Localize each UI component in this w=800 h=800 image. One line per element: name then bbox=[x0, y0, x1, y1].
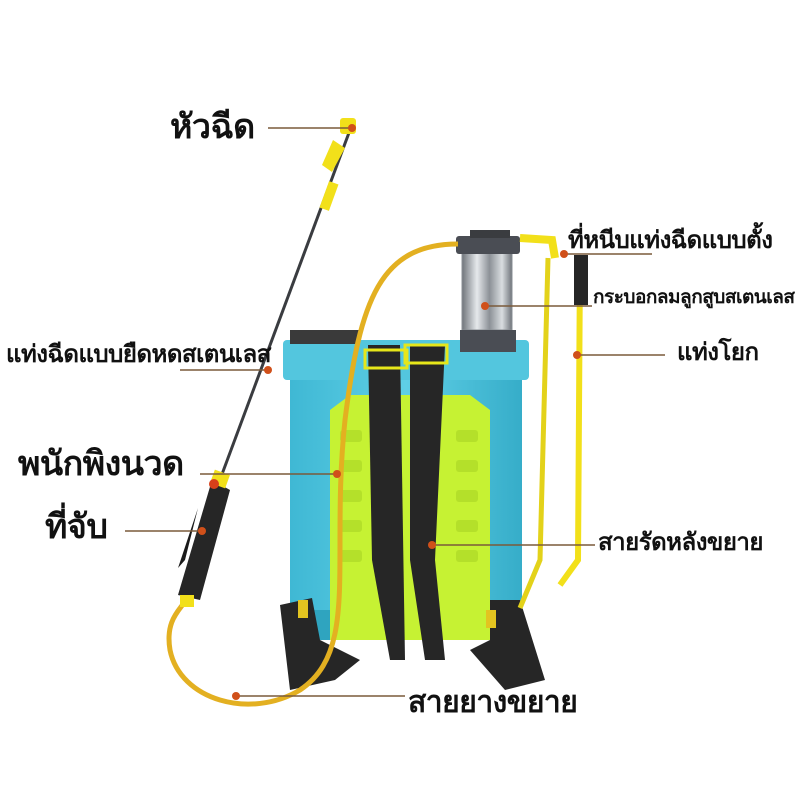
shoulder-straps bbox=[280, 343, 545, 690]
label-handle: ที่จับ bbox=[45, 507, 108, 547]
leader-lines bbox=[125, 127, 665, 697]
label-telescopic-wand: แท่งฉีดแบบยืดหดสเตนเลส bbox=[6, 340, 271, 368]
label-extended-back-strap: สายรัดหลังขยาย bbox=[598, 528, 763, 556]
label-extended-hose: สายยางขยาย bbox=[408, 685, 578, 720]
spray-wand bbox=[178, 118, 356, 607]
label-massage-backrest: พนักพิงนวด bbox=[18, 444, 184, 484]
label-vertical-wand-clip: ที่หนีบแท่งฉีดแบบตั้ง bbox=[568, 226, 773, 254]
leader-dots bbox=[198, 124, 581, 700]
pump-lever bbox=[517, 234, 588, 609]
hose bbox=[166, 241, 459, 707]
label-pump-lever: แท่งโยก bbox=[677, 338, 759, 366]
label-nozzle: หัวฉีด bbox=[170, 107, 255, 147]
label-stainless-pump-cylinder: กระบอกลมลูกสูบสเตนเลส bbox=[593, 286, 795, 308]
pump-cylinder bbox=[456, 230, 520, 352]
